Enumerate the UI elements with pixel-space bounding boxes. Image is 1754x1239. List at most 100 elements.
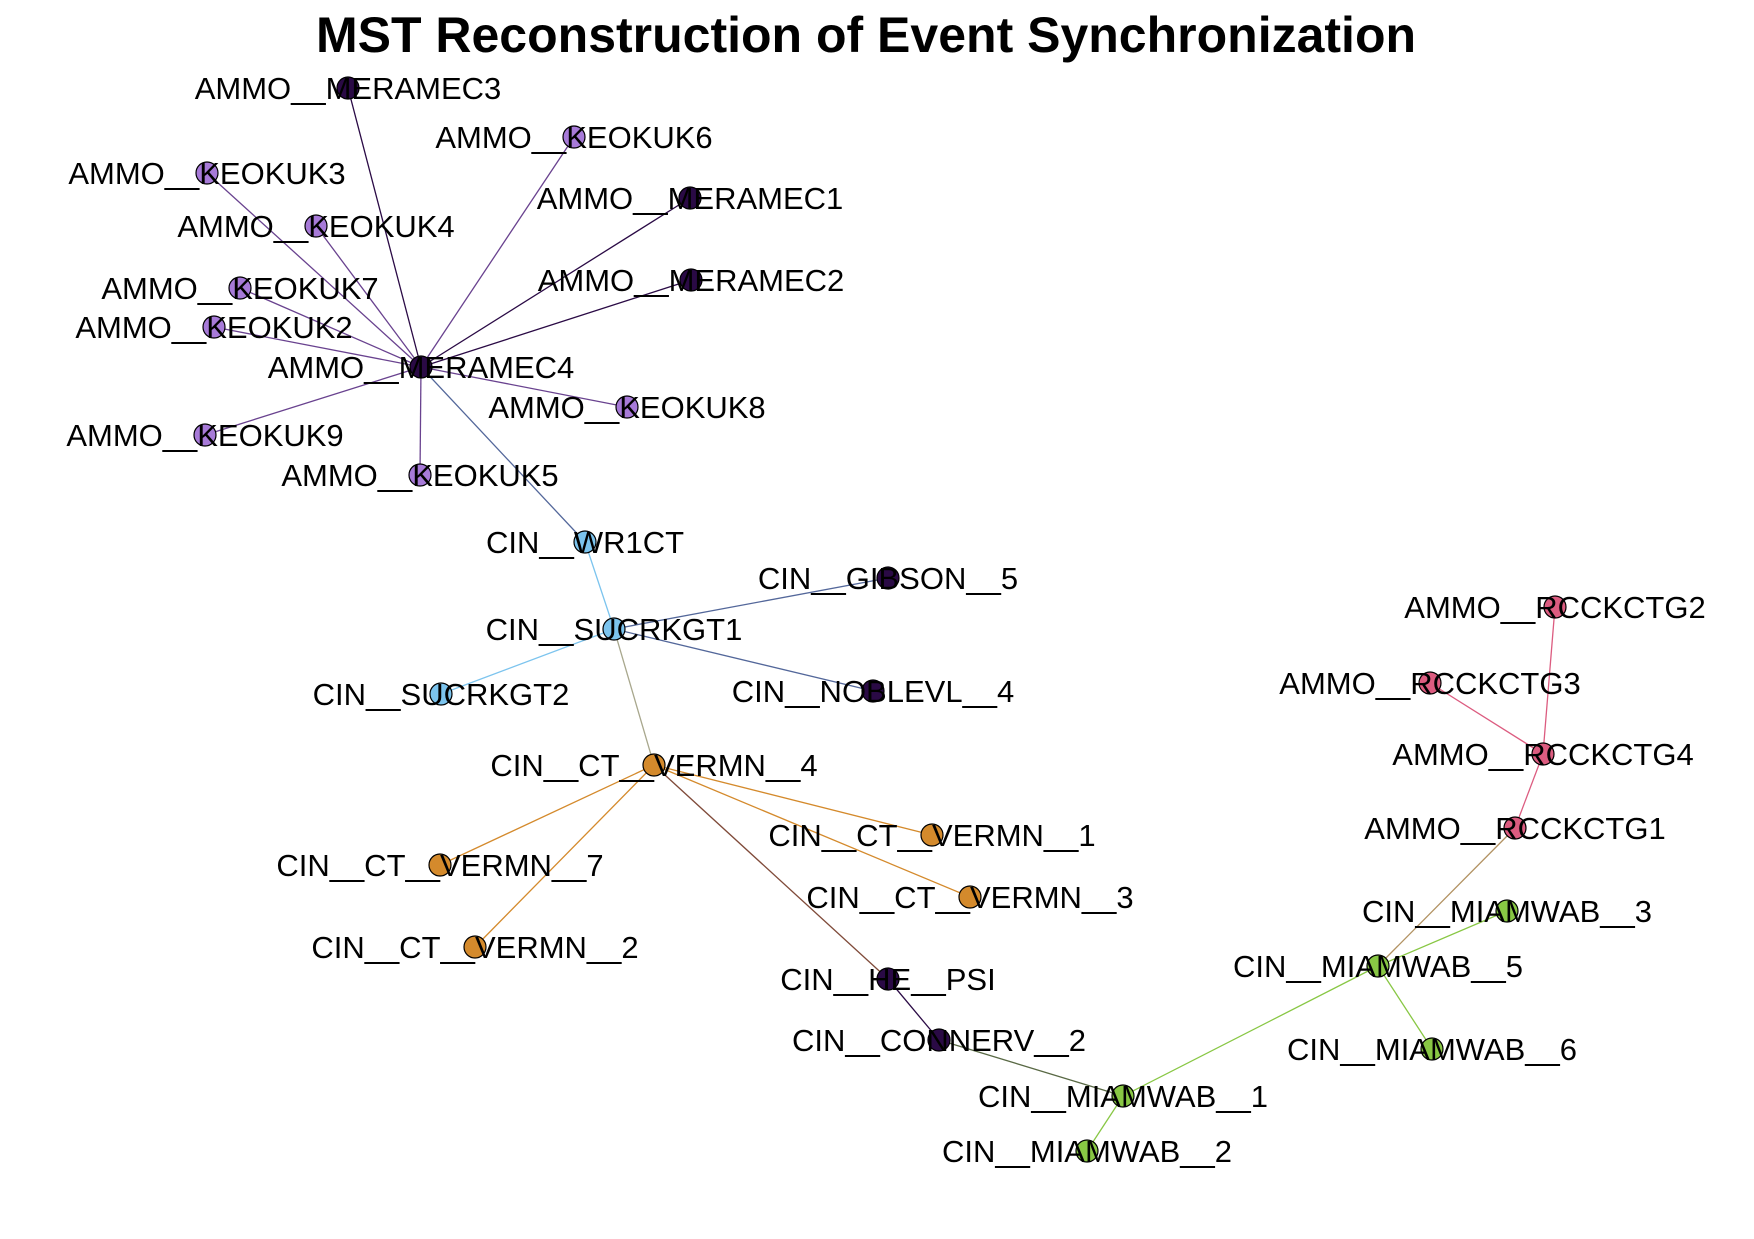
edge-ammo-rcckctg4-to-ammo-rcckctg3 [1429, 682, 1544, 755]
edge-ammo-meramec3-to-ammo-meramec4 [347, 87, 422, 368]
node-label-cin-ct-vermn-7: CIN__CT__VERMN__7 [276, 848, 603, 883]
node-ammo-keokuk6 [562, 125, 586, 149]
nodes-layer [193, 76, 1567, 1163]
node-label-ammo-meramec4: AMMO__MERAMEC4 [268, 350, 575, 385]
edge-ammo-keokuk7-to-ammo-meramec4 [239, 287, 422, 368]
node-cin-miamwab-2 [1075, 1139, 1099, 1163]
node-ammo-rcckctg2 [1543, 595, 1567, 619]
edge-cin-ct-vermn-4-to-cin-ct-vermn-3 [653, 764, 971, 898]
node-cin-miamwab-1 [1111, 1084, 1135, 1108]
node-label-cin-miamwab-1: CIN__MIAMWAB__1 [978, 1079, 1268, 1114]
edge-ammo-meramec1-to-ammo-meramec4 [420, 197, 691, 368]
edge-cin-sucrkgt1-to-cin-gibson-5 [613, 577, 889, 630]
edge-ammo-rcckctg4-to-ammo-rcckctg2 [1542, 606, 1556, 755]
edge-ammo-keokuk9-to-ammo-meramec4 [204, 366, 422, 436]
edge-cin-he-psi-to-cin-connerv-2 [887, 978, 940, 1041]
node-ammo-meramec2 [679, 268, 703, 292]
edge-cin-miamwab-1-to-cin-miamwab-5 [1122, 965, 1379, 1097]
node-label-cin-miamwab-3: CIN__MIAMWAB__3 [1362, 894, 1652, 929]
edge-ammo-meramec4-to-cin-wr1ct [420, 366, 586, 543]
edge-cin-connerv-2-to-cin-miamwab-1 [938, 1039, 1124, 1097]
node-cin-noblevl-4 [861, 679, 885, 703]
node-ammo-rcckctg1 [1503, 816, 1527, 840]
node-cin-miamwab-6 [1420, 1037, 1444, 1061]
node-label-ammo-keokuk8: AMMO__KEOKUK8 [488, 390, 765, 425]
node-ammo-meramec1 [678, 186, 702, 210]
node-label-ammo-rcckctg3: AMMO__RCCKCTG3 [1279, 666, 1580, 701]
node-label-ammo-keokuk7: AMMO__KEOKUK7 [101, 271, 378, 306]
node-cin-miamwab-5 [1366, 954, 1390, 978]
node-label-ammo-rcckctg2: AMMO__RCCKCTG2 [1404, 590, 1705, 625]
node-label-ammo-meramec2: AMMO__MERAMEC2 [538, 263, 845, 298]
edge-cin-miamwab-5-to-cin-miamwab-6 [1377, 965, 1433, 1050]
node-label-cin-noblevl-4: CIN__NOBLEVL__4 [732, 674, 1015, 709]
node-ammo-meramec3 [336, 76, 360, 100]
edge-ammo-keokuk4-to-ammo-meramec4 [315, 225, 422, 368]
edge-cin-ct-vermn-4-to-cin-ct-vermn-7 [439, 764, 655, 866]
node-ammo-meramec4 [409, 355, 433, 379]
node-label-ammo-keokuk6: AMMO__KEOKUK6 [435, 120, 712, 155]
node-label-cin-wr1ct: CIN__WR1CT [486, 525, 684, 560]
node-cin-sucrkgt2 [429, 682, 453, 706]
edge-cin-sucrkgt1-to-cin-noblevl-4 [613, 628, 874, 692]
node-label-cin-miamwab-5: CIN__MIAMWAB__5 [1233, 949, 1523, 984]
edge-cin-ct-vermn-4-to-cin-ct-vermn-1 [653, 764, 933, 836]
node-label-ammo-meramec3: AMMO__MERAMEC3 [195, 71, 502, 106]
edge-ammo-meramec2-to-ammo-meramec4 [420, 279, 692, 368]
node-label-ammo-keokuk2: AMMO__KEOKUK2 [75, 310, 352, 345]
edge-cin-ct-vermn-4-to-cin-he-psi [653, 764, 889, 980]
node-label-cin-sucrkgt2: CIN__SUCRKGT2 [313, 677, 570, 712]
node-cin-ct-vermn-2 [463, 935, 487, 959]
edge-cin-miamwab-5-to-cin-miamwab-3 [1377, 910, 1508, 967]
node-cin-ct-vermn-4 [642, 753, 666, 777]
edge-cin-wr1ct-to-cin-sucrkgt1 [584, 541, 615, 630]
node-ammo-keokuk4 [304, 214, 328, 238]
edge-ammo-keokuk8-to-ammo-meramec4 [420, 366, 628, 408]
edge-cin-ct-vermn-4-to-cin-ct-vermn-2 [474, 764, 655, 948]
node-label-cin-gibson-5: CIN__GIBSON__5 [758, 561, 1018, 596]
node-label-cin-ct-vermn-3: CIN__CT__VERMN__3 [806, 880, 1133, 915]
edge-cin-sucrkgt1-to-cin-ct-vermn-4 [613, 628, 655, 766]
node-cin-sucrkgt1 [602, 617, 626, 641]
node-cin-miamwab-3 [1495, 899, 1519, 923]
node-ammo-rcckctg4 [1531, 742, 1555, 766]
node-label-cin-miamwab-6: CIN__MIAMWAB__6 [1287, 1032, 1577, 1067]
node-ammo-keokuk3 [195, 161, 219, 185]
node-cin-ct-vermn-3 [958, 885, 982, 909]
node-label-ammo-rcckctg1: AMMO__RCCKCTG1 [1364, 811, 1665, 846]
node-label-cin-ct-vermn-4: CIN__CT__VERMN__4 [490, 748, 817, 783]
node-label-cin-he-psi: CIN__HE__PSI [780, 962, 995, 997]
node-cin-gibson-5 [876, 566, 900, 590]
edge-ammo-keokuk5-to-ammo-meramec4 [419, 366, 422, 476]
node-label-ammo-keokuk4: AMMO__KEOKUK4 [177, 209, 454, 244]
node-label-ammo-keokuk3: AMMO__KEOKUK3 [68, 156, 345, 191]
node-cin-he-psi [876, 967, 900, 991]
edge-cin-sucrkgt1-to-cin-sucrkgt2 [440, 628, 615, 695]
node-ammo-rcckctg3 [1418, 671, 1442, 695]
node-cin-wr1ct [573, 530, 597, 554]
node-label-cin-connerv-2: CIN__CONNERV__2 [792, 1023, 1086, 1058]
node-ammo-keokuk8 [615, 395, 639, 419]
node-label-ammo-meramec1: AMMO__MERAMEC1 [537, 181, 844, 216]
node-ammo-keokuk2 [202, 315, 226, 339]
edge-ammo-keokuk6-to-ammo-meramec4 [420, 136, 575, 368]
diagram-title: MST Reconstruction of Event Synchronizat… [316, 7, 1416, 63]
node-label-cin-sucrkgt1: CIN__SUCRKGT1 [486, 612, 743, 647]
node-cin-connerv-2 [927, 1028, 951, 1052]
node-ammo-keokuk7 [228, 276, 252, 300]
labels-layer: AMMO__MERAMEC3AMMO__KEOKUK6AMMO__KEOKUK3… [66, 71, 1705, 1169]
node-cin-ct-vermn-7 [428, 853, 452, 877]
node-label-ammo-rcckctg4: AMMO__RCCKCTG4 [1392, 737, 1693, 772]
node-ammo-keokuk9 [193, 423, 217, 447]
edges-layer [204, 87, 1556, 1152]
node-label-cin-ct-vermn-1: CIN__CT__VERMN__1 [768, 818, 1095, 853]
node-cin-ct-vermn-1 [920, 823, 944, 847]
node-label-ammo-keokuk5: AMMO__KEOKUK5 [281, 458, 558, 493]
node-label-ammo-keokuk9: AMMO__KEOKUK9 [66, 418, 343, 453]
edge-ammo-keokuk2-to-ammo-meramec4 [213, 326, 422, 368]
node-label-cin-ct-vermn-2: CIN__CT__VERMN__2 [311, 930, 638, 965]
node-ammo-keokuk5 [408, 463, 432, 487]
edge-cin-miamwab-5-to-ammo-rcckctg1 [1377, 827, 1516, 967]
node-label-cin-miamwab-2: CIN__MIAMWAB__2 [942, 1134, 1232, 1169]
